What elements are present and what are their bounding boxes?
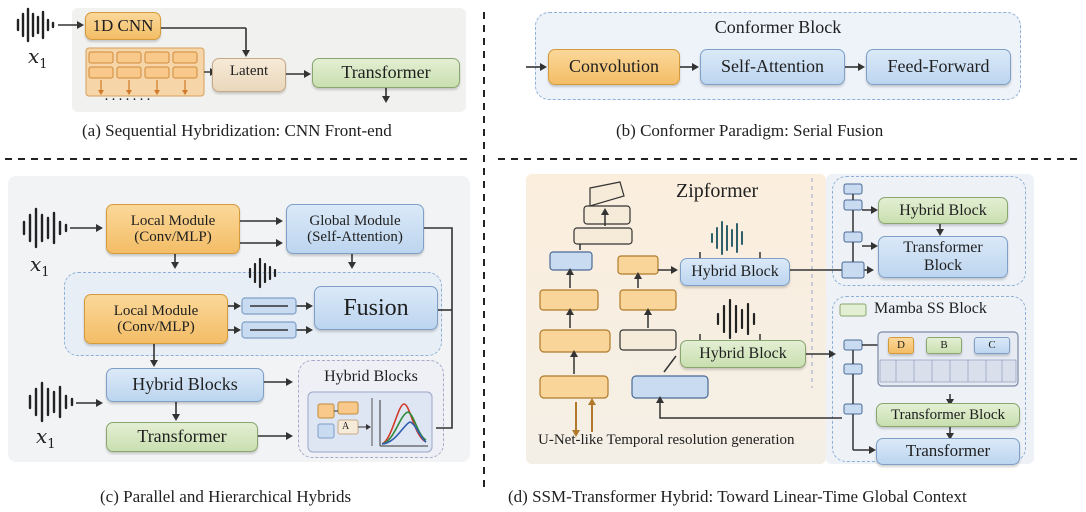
right-transformer-block: Transformer Block	[878, 236, 1008, 278]
hybrid-block-1: Hybrid Block	[680, 258, 790, 286]
local-module-box: Local Module (Conv/MLP)	[106, 204, 240, 254]
local-module-box-2: Local Module (Conv/MLP)	[84, 294, 228, 344]
inset-mini-plot	[379, 400, 428, 447]
input-signal-label-c2: x1	[36, 424, 56, 452]
unet-caption: U-Net-like Temporal resolution generatio…	[538, 432, 795, 448]
panel-c-graphics	[22, 207, 453, 453]
waveform-icon-d1	[711, 221, 743, 255]
caption-d: (d) SSM-Transformer Hybrid: Toward Linea…	[508, 487, 967, 506]
convolution-box: Convolution	[548, 49, 680, 85]
inset-title: Hybrid Blocks	[324, 368, 418, 385]
zipformer-title: Zipformer	[676, 180, 759, 202]
unet-stack	[539, 181, 709, 399]
mamba-title: Mamba SS Block	[874, 300, 987, 317]
transformer-box-c: Transformer	[106, 422, 258, 452]
fusion-box: Fusion	[314, 286, 438, 330]
hybrid-transformer-group	[832, 176, 1026, 286]
caption-a: (a) Sequential Hybridization: CNN Front-…	[82, 121, 392, 140]
hybrid-blocks-box: Hybrid Blocks	[106, 368, 264, 402]
feed-forward-box: Feed-Forward	[866, 49, 1011, 85]
ssm-c-box: C	[974, 337, 1010, 354]
cnn-1d-box: 1D CNN	[85, 12, 161, 40]
transformer-box-a: Transformer	[312, 58, 460, 88]
waveform-icon	[16, 7, 390, 103]
transformer-block-d: Transformer Block	[876, 403, 1020, 427]
global-module-box: Global Module (Self-Attention)	[286, 204, 424, 254]
cnn-feature-grid	[85, 47, 216, 97]
input-signal-label: x1	[28, 44, 48, 72]
right-mini-blocks	[839, 183, 867, 415]
ssm-b-box: B	[926, 337, 962, 354]
inset-mini-diagram	[317, 398, 373, 446]
input-signal-label-c1: x1	[30, 252, 50, 280]
caption-b: (b) Conformer Paradigm: Serial Fusion	[616, 121, 884, 140]
ellipsis-dots: ·······	[104, 92, 153, 108]
waveform-icon-c1	[22, 207, 68, 249]
panel-b-arrows	[526, 63, 865, 71]
transformer-final-d: Transformer	[876, 438, 1020, 465]
latent-box: Latent	[212, 58, 286, 92]
waveform-icon-c2	[28, 381, 74, 423]
hybrid-block-2: Hybrid Block	[680, 340, 806, 368]
right-hybrid-block: Hybrid Block	[878, 197, 1008, 224]
inset-letter: A	[342, 421, 350, 432]
self-attention-box: Self-Attention	[700, 49, 845, 85]
ssm-d-box: D	[888, 337, 914, 354]
conformer-block-title: Conformer Block	[714, 17, 842, 37]
caption-c: (c) Parallel and Hierarchical Hybrids	[100, 487, 352, 506]
waveform-icon-c3	[248, 257, 277, 289]
waveform-icon-d2	[716, 298, 756, 340]
